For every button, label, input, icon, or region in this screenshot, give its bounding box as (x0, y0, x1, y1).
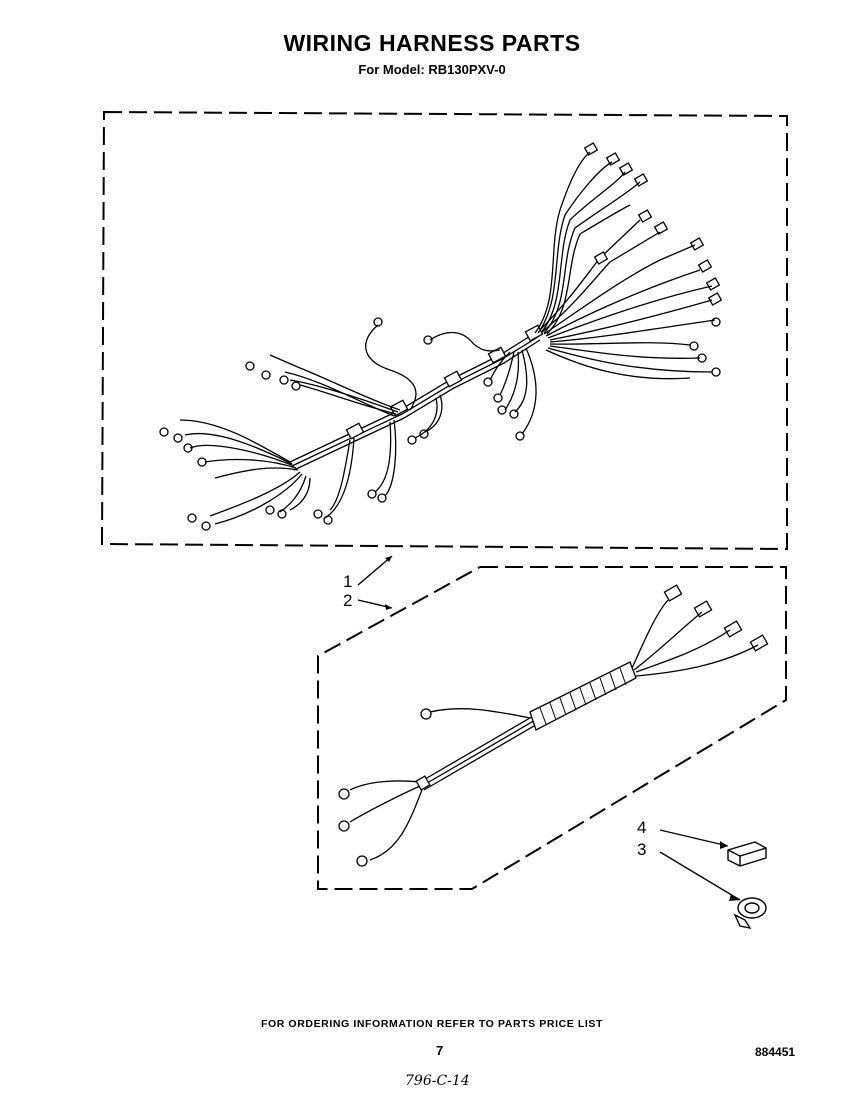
model-subtitle: For Model: RB130PXV-0 (358, 62, 506, 77)
callout-4: 4 (637, 818, 647, 837)
page-number: 7 (436, 1043, 444, 1058)
upper-dashed-frame (100, 110, 788, 551)
wire-clamp-part (733, 897, 767, 930)
secondary-wiring-harness (338, 584, 769, 867)
main-wiring-harness (159, 142, 723, 531)
leader-line-1 (357, 555, 393, 586)
callout-3: 3 (637, 840, 647, 859)
leader-line-4 (659, 829, 729, 847)
document-number: 884451 (755, 1045, 796, 1059)
page-title: WIRING HARNESS PARTS (283, 30, 581, 56)
leader-line-3 (659, 851, 741, 901)
lower-dashed-frame (317, 566, 787, 890)
callout-1: 1 (343, 572, 353, 591)
ordering-note: FOR ORDERING INFORMATION REFER TO PARTS … (260, 1018, 604, 1030)
connector-block-part (727, 841, 767, 867)
handwritten-code: 796-C-14 (405, 1073, 470, 1089)
callout-2: 2 (343, 591, 353, 610)
